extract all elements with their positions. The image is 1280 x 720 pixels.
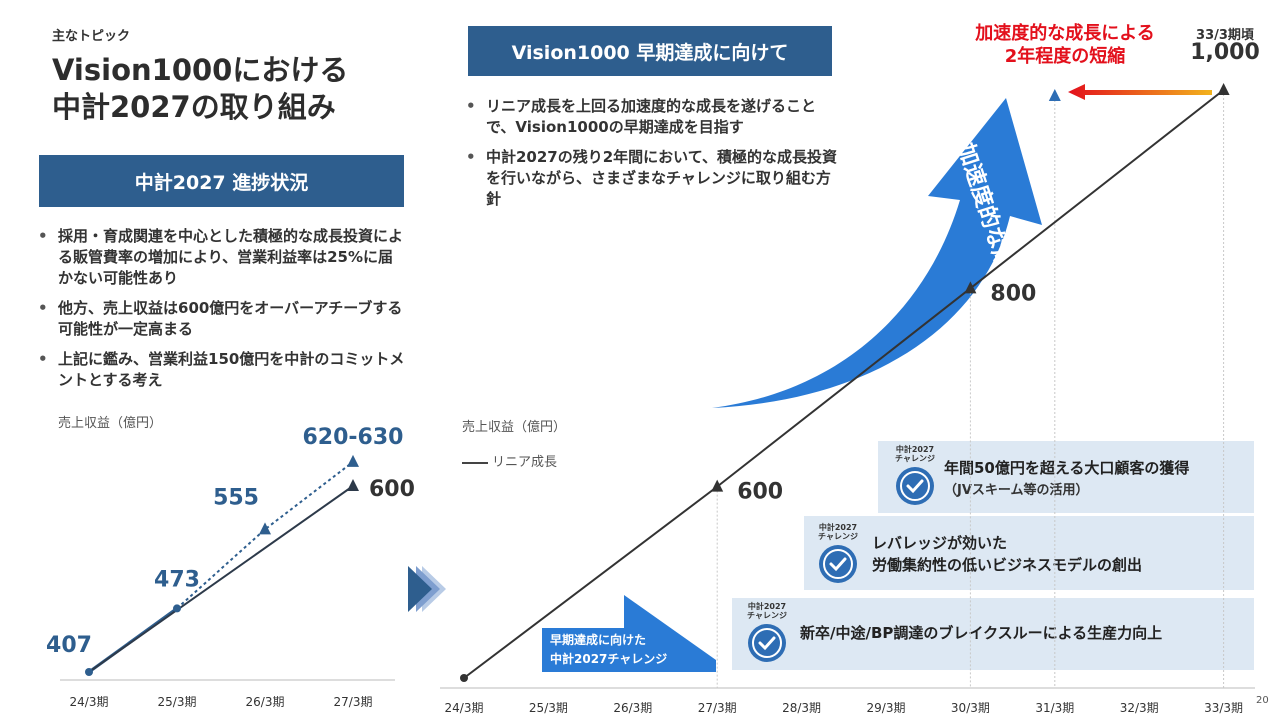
x-tick-label: 26/3期: [613, 701, 652, 715]
challenge-box-3: 新卒/中途/BP調達のブレイクスルーによる生産力向上: [732, 598, 1254, 670]
x-tick-label: 24/3期: [445, 701, 484, 715]
accelerated-growth-arrow: [712, 98, 1042, 408]
data-label: 600: [737, 480, 783, 505]
badge-label: 中計2027 チャレンジ: [818, 523, 858, 541]
badge-label: 中計2027 チャレンジ: [747, 602, 787, 620]
legend-label: リニア成長: [492, 455, 558, 470]
check-badge-icon: [748, 624, 786, 662]
challenge-box-2: レバレッジが効いた 労働集約性の低いビジネスモデルの創出: [804, 516, 1254, 590]
topic-label: 主なトピック: [52, 29, 131, 44]
data-label: 600: [369, 477, 415, 502]
data-label: 473: [154, 567, 200, 592]
point-marker: [85, 668, 93, 676]
vision-bullets: リニア成長を上回る加速度的な成長を遂げることで、Vision1000の早期達成を…: [462, 96, 842, 219]
point-marker: [259, 522, 271, 535]
challenge-badge-3: 中計2027 チャレンジ: [742, 602, 792, 666]
x-tick-label: 27/3期: [334, 695, 373, 709]
point-marker: [347, 479, 359, 491]
early-challenge-arrow: [542, 595, 716, 672]
end-value-label: 1,000: [1190, 40, 1260, 65]
challenge-title: 新卒/中途/BP調達のブレイクスルーによる生産力向上: [800, 624, 1163, 642]
left-chart-ylabel: 売上収益（億円）: [58, 416, 163, 431]
point-marker: [347, 454, 359, 467]
x-tick-label: 25/3期: [158, 695, 197, 709]
series-line: [88, 485, 354, 673]
x-tick-label: 25/3期: [529, 701, 568, 715]
linear-growth-line: [463, 89, 1225, 679]
early-challenge-text-2: 中計2027チャレンジ: [550, 651, 667, 666]
series-line: [176, 461, 354, 610]
x-tick-label: 33/3期: [1204, 701, 1243, 715]
x-tick-label: 32/3期: [1120, 701, 1159, 715]
bullet-item: 中計2027の残り2年間において、積極的な成長投資を行いながら、さまざまなチャレ…: [462, 147, 842, 210]
right-chart: 24/3期 25/3期 26/3期 27/3期 28/3期 29/3期 30/3期 31/3期…: [440, 83, 1255, 715]
x-tick-label: 31/3期: [1035, 701, 1074, 715]
challenge-sub: 労働集約性の低いビジネスモデルの創出: [872, 556, 1143, 574]
progress-bullets: 採用・育成関連を中心とした積極的な成長投資による販管費率の増加により、営業利益率…: [34, 226, 406, 400]
bullet-item: 上記に鑑み、営業利益150億円を中計のコミットメントとする考え: [34, 349, 406, 391]
data-label: 555: [213, 485, 259, 510]
x-tick-label: 30/3期: [951, 701, 990, 715]
challenge-sub: （JVスキーム等の活用）: [944, 483, 1089, 498]
challenge-badge-1: 中計2027 チャレンジ: [890, 445, 940, 509]
point-marker: [460, 674, 468, 682]
x-tick-label: 24/3期: [70, 695, 109, 709]
transition-chevrons: [408, 566, 446, 612]
x-tick-label: 29/3期: [867, 701, 906, 715]
x-tick-label: 26/3期: [246, 695, 285, 709]
legend-line-swatch: [462, 461, 488, 464]
end-period-label: 33/3期頃: [1196, 28, 1254, 43]
shortening-arrow: [1068, 84, 1212, 100]
page-number: 20: [1256, 695, 1269, 706]
bullet-item: 採用・育成関連を中心とした積極的な成長投資による販管費率の増加により、営業利益率…: [34, 226, 406, 289]
point-marker: [964, 281, 977, 294]
bullet-item: 他方、売上収益は600億円をオーバーアチーブする可能性が一定高まる: [34, 298, 406, 340]
challenge-badge-2: 中計2027 チャレンジ: [813, 523, 863, 587]
bullet-item: リニア成長を上回る加速度的な成長を遂げることで、Vision1000の早期達成を…: [462, 96, 842, 138]
vision-banner: Vision1000 早期達成に向けて: [468, 26, 832, 76]
point-marker: [1217, 83, 1230, 95]
challenge-box-1: 年間50億円を超える大口顧客の獲得 （JVスキーム等の活用）: [878, 441, 1254, 513]
legend-linear: リニア成長: [462, 451, 557, 470]
challenge-title: 年間50億円を超える大口顧客の獲得: [944, 459, 1190, 477]
left-chart: 24/3期 25/3期 26/3期 27/3期 407 473 555 620-630 600: [46, 425, 415, 709]
progress-banner: 中計2027 進捗状況: [39, 155, 404, 207]
x-tick-label: 27/3期: [698, 701, 737, 715]
page-title: Vision1000における 中計2027の取り組み: [52, 53, 349, 124]
acceleration-note: 加速度的な成長による 2年程度の短縮: [975, 23, 1155, 67]
badge-label: 中計2027 チャレンジ: [895, 445, 935, 463]
check-badge-icon: [896, 467, 934, 505]
early-challenge-text-1: 早期達成に向けた: [550, 632, 646, 647]
point-marker: [1048, 89, 1061, 101]
check-badge-icon: [819, 545, 857, 583]
right-chart-ylabel: 売上収益（億円）: [462, 420, 567, 435]
x-tick-label: 28/3期: [782, 701, 821, 715]
data-label: 800: [990, 281, 1036, 306]
point-marker: [711, 479, 724, 492]
data-label: 407: [46, 633, 92, 658]
challenge-title: レバレッジが効いた: [872, 534, 1008, 552]
point-marker: [173, 604, 181, 613]
data-label: 620-630: [303, 425, 404, 450]
